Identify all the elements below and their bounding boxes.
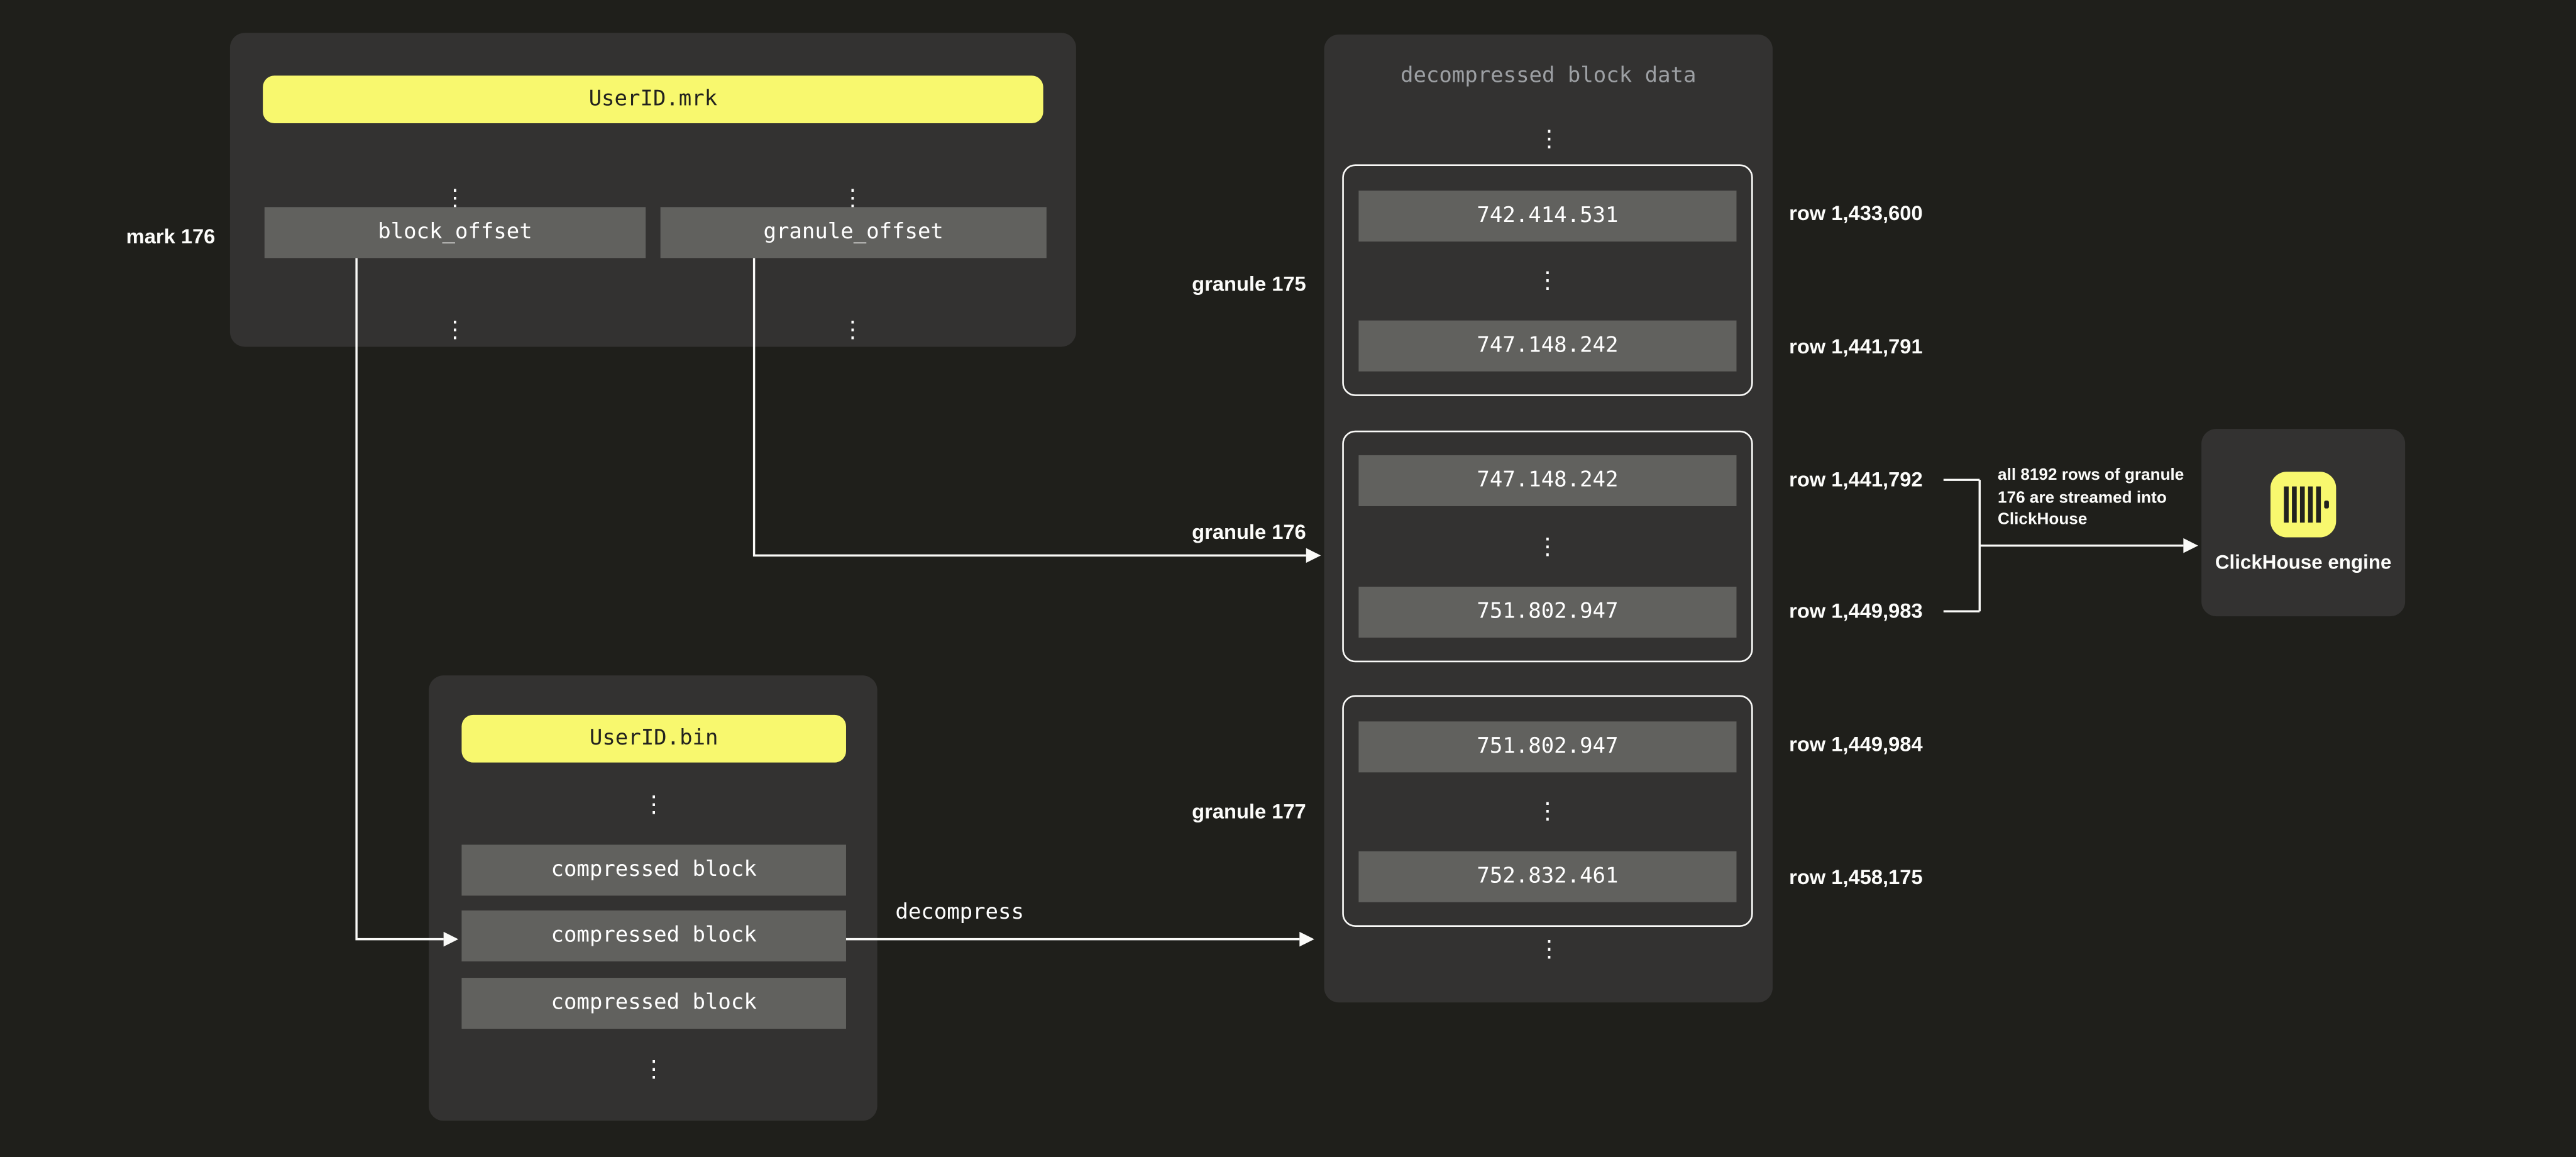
compressed-block-2-label: compressed block	[551, 923, 757, 949]
mrk-file-panel: UserID.mrk ⋮ ⋮ block_offset granule_offs…	[229, 33, 1076, 347]
granule-176-last-value: 751.802.947	[1477, 599, 1619, 624]
decompressed-panel-title: decompressed block data	[1400, 64, 1697, 89]
granule-177-first-value: 751.802.947	[1477, 733, 1619, 759]
annotation-line-3: ClickHouse	[1998, 511, 2088, 529]
block-offset-label: block_offset	[378, 220, 532, 245]
granule-175-first-value: 742.414.531	[1477, 202, 1619, 228]
ellipsis-mrk-right-bottom: ⋮	[841, 317, 864, 344]
ellipsis-granule-177: ⋮	[1536, 799, 1560, 825]
mrk-file-title-chip: UserID.mrk	[263, 75, 1043, 124]
row-label-1449984: row 1,449,984	[1789, 733, 1923, 756]
row-label-1449983: row 1,449,983	[1789, 599, 1923, 623]
granule-175-first-value-box: 742.414.531	[1358, 189, 1737, 241]
clickhouse-logo-icon	[2270, 472, 2337, 538]
granule-175-last-value-box: 747.148.242	[1358, 320, 1737, 372]
granule-177-last-value: 752.832.461	[1477, 864, 1619, 889]
clickhouse-engine-label: ClickHouse engine	[2215, 550, 2392, 574]
bin-file-title: UserID.bin	[589, 726, 718, 751]
annotation-line-1: all 8192 rows of granule	[1998, 467, 2184, 485]
block-offset-cell: block_offset	[264, 207, 646, 258]
bin-file-panel: UserID.bin ⋮ compressed block compressed…	[429, 675, 878, 1121]
mark-176-label: mark 176	[126, 225, 216, 248]
streaming-annotation: all 8192 rows of granule 176 are streame…	[1998, 465, 2184, 532]
granule-176-label: granule 176	[1192, 521, 1306, 545]
stream-to-engine-arrowhead	[2183, 538, 2198, 553]
clickhouse-logo-svg	[2270, 472, 2337, 538]
compressed-block-1: compressed block	[461, 844, 846, 896]
decompressed-block-panel: decompressed block data ⋮ 742.414.531 ⋮ …	[1324, 34, 1773, 1003]
compressed-block-3: compressed block	[461, 978, 846, 1029]
row-label-1433600: row 1,433,600	[1789, 202, 1923, 226]
row-label-1441792: row 1,441,792	[1789, 468, 1923, 492]
granule-176-frame: 747.148.242 ⋮ 751.802.947	[1342, 429, 1753, 662]
granule-176-last-value-box: 751.802.947	[1358, 585, 1737, 637]
granule-offset-to-granule-arrowhead	[1306, 548, 1321, 563]
compressed-block-3-label: compressed block	[551, 990, 757, 1016]
granule-176-first-value: 747.148.242	[1477, 468, 1619, 494]
granule-177-first-value-box: 751.802.947	[1358, 721, 1737, 772]
clickhouse-engine-panel: ClickHouse engine	[2201, 429, 2406, 617]
ellipsis-bin-top: ⋮	[642, 792, 666, 819]
granule-175-last-value: 747.148.242	[1477, 333, 1619, 358]
granule-offset-cell: granule_offset	[660, 207, 1047, 258]
ellipsis-panel-bottom: ⋮	[1538, 936, 1561, 963]
decompress-label: decompress	[895, 900, 1024, 926]
row-label-1441791: row 1,441,791	[1789, 335, 1923, 358]
decompress-arrowhead	[1299, 931, 1314, 947]
compressed-block-1-label: compressed block	[551, 858, 757, 883]
ellipsis-bin-bottom: ⋮	[642, 1056, 666, 1083]
granule-177-last-value-box: 752.832.461	[1358, 851, 1737, 902]
granule-175-label: granule 175	[1192, 272, 1306, 296]
ellipsis-mrk-left-bottom: ⋮	[443, 317, 467, 344]
annotation-line-2: 176 are streamed into	[1998, 489, 2167, 507]
granule-176-first-value-box: 747.148.242	[1358, 455, 1737, 506]
ellipsis-panel-top: ⋮	[1538, 126, 1561, 153]
granule-177-frame: 751.802.947 ⋮ 752.832.461	[1342, 695, 1753, 927]
compressed-block-2: compressed block	[461, 910, 846, 961]
ellipsis-granule-176: ⋮	[1536, 533, 1560, 560]
mrk-file-title: UserID.mrk	[588, 87, 718, 112]
granule-177-label: granule 177	[1192, 800, 1306, 824]
granule-offset-label: granule_offset	[763, 220, 944, 245]
ellipsis-granule-175: ⋮	[1536, 268, 1560, 294]
granule-175-frame: 742.414.531 ⋮ 747.148.242	[1342, 164, 1753, 396]
row-label-1458175: row 1,458,175	[1789, 866, 1923, 889]
bin-file-title-chip: UserID.bin	[461, 714, 846, 763]
